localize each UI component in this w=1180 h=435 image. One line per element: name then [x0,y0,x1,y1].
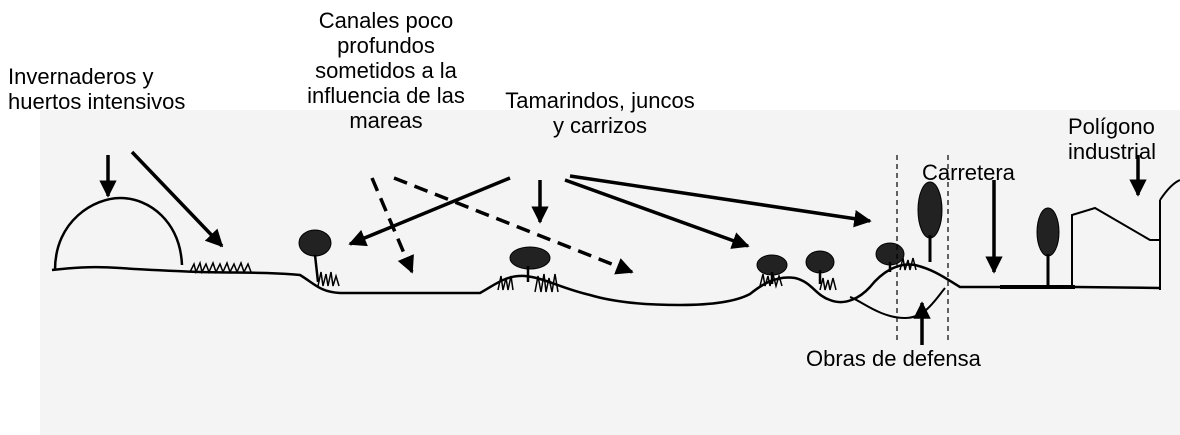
label-tamarinds-line-2: y carrizos [552,113,648,138]
canal-bed [849,287,946,320]
label-industrial-line-2: industrial [1068,139,1157,164]
arrow-tamarind-4 [569,174,872,228]
tall-trees [917,181,1060,285]
label-defense-line-1: Obras de defensa [806,346,981,371]
label-road: Carretera [922,160,1015,185]
label-industrial-line-1: Polígono [1068,114,1155,139]
arrow-canal-1 [370,177,414,274]
label-tamarinds-line-1: Tamarindos, juncos [505,88,695,113]
ground-profile [51,263,1161,307]
annotation-arrows [99,150,1147,345]
label-canals-line-2: profundos [337,33,435,58]
greenhouse-dome [53,196,184,271]
label-greenhouses: Invernaderos y huertos intensivos [8,64,185,114]
label-canals-line-5: mareas [349,108,423,133]
arrow-crops [130,150,224,248]
label-canals-line-4: influencia de las [307,83,465,108]
label-canals: Canales poco profundos sometidos a la in… [262,8,510,133]
label-greenhouses-line-1: Invernaderos y [8,64,154,89]
label-greenhouses-line-2: huertos intensivos [8,89,186,114]
label-tamarinds: Tamarindos, juncos y carrizos [490,88,710,138]
label-industrial: Polígono industrial [1068,114,1156,164]
arrow-tamarind-3 [564,178,750,249]
arrow-tamarind-1 [348,176,511,247]
label-road-line-1: Carretera [922,160,1015,185]
label-canals-line-1: Canales poco [318,8,454,33]
canal-arrows [370,176,634,275]
tamarind-bushes [298,229,905,284]
industrial-buildings [1071,179,1180,287]
label-defense: Obras de defensa [806,346,981,371]
label-canals-line-3: sometidos a la [315,58,457,83]
